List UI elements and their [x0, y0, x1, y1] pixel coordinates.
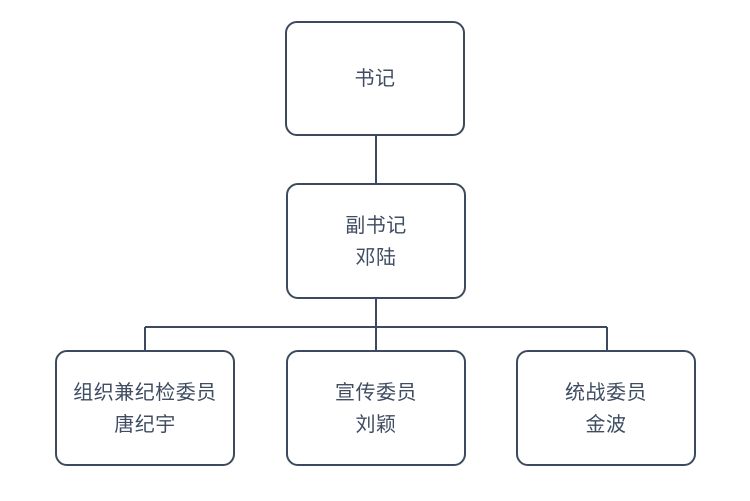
- node-deputy-secretary[interactable]: 副书记 邓陆: [286, 183, 466, 299]
- node-secretary-role: 书记: [354, 66, 396, 91]
- node-united-front-person: 金波: [585, 412, 627, 436]
- node-propaganda-role: 宣传委员: [335, 379, 417, 404]
- node-secretary[interactable]: 书记: [285, 21, 465, 136]
- node-deputy-secretary-person: 邓陆: [355, 245, 397, 269]
- node-propaganda[interactable]: 宣传委员 刘颖: [286, 350, 466, 466]
- node-deputy-secretary-role: 副书记: [345, 212, 407, 237]
- node-united-front-role: 统战委员: [565, 379, 647, 404]
- node-united-front[interactable]: 统战委员 金波: [516, 350, 696, 466]
- node-propaganda-person: 刘颖: [355, 412, 397, 436]
- node-organization-discipline[interactable]: 组织兼纪检委员 唐纪宇: [55, 350, 235, 466]
- node-organization-discipline-role: 组织兼纪检委员: [73, 379, 217, 404]
- node-organization-discipline-person: 唐纪宇: [114, 412, 176, 436]
